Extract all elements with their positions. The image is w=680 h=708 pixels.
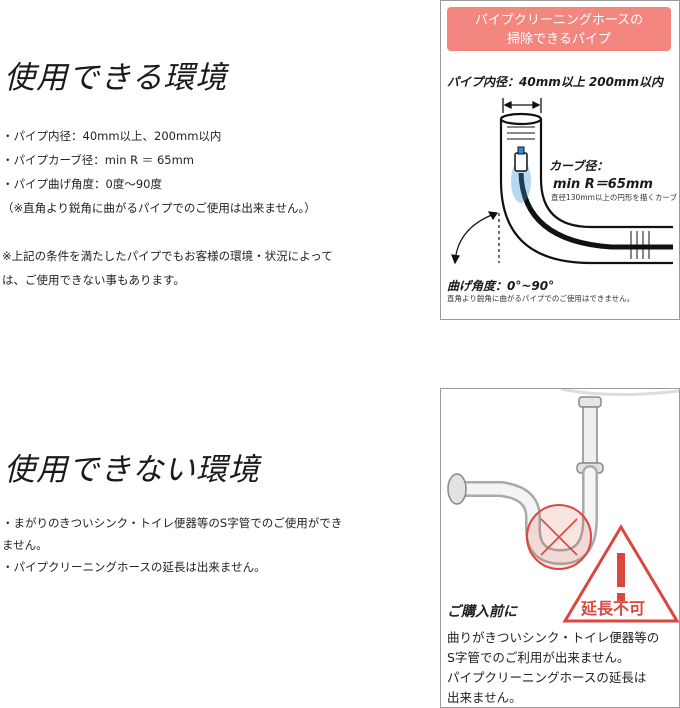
usable-note-line-2: は、ご使用できない事もあります。 (2, 273, 185, 287)
usable-conditions: ・パイプ内径：40mm以上、200mm以内 ・パイプカーブ径：min R ＝ 6… (2, 124, 316, 220)
usable-note-line-1: ※上記の条件を満たしたパイプでもお客様の環境・状況によって (2, 249, 333, 263)
bend-angle-label: 曲げ角度：0°~90° (447, 279, 555, 293)
s-trap-warning-diagram: 延長不可 ご購入前に 曲りがきついシンク・トイレ便器等の S字管でのご利用が出来… (440, 388, 680, 708)
condition-inner-diameter: ・パイプ内径：40mm以上、200mm以内 (2, 129, 222, 143)
curve-note: 直径130mm以上の円形を描くカーブ (551, 193, 677, 202)
curve-value: min R＝65mm (553, 177, 653, 192)
diagram-header-line-2: 掃除できるパイプ (507, 32, 611, 47)
pipe-spec-diagram: パイプクリーニングホースの 掃除できるパイプ パイプ内径：40mm以上 200m… (440, 0, 680, 320)
unusable-line-2: ません。 (2, 538, 48, 552)
unusable-conditions: ・まがりのきついシンク・トイレ便器等のS字管でのご使用ができ ません。 ・パイプ… (2, 512, 342, 578)
unusable-section-title: 使用できない環境 (4, 452, 260, 488)
bend-angle-guide (451, 211, 500, 265)
warning-caption-2: S字管でのご利用が出来ません。 (447, 650, 630, 665)
bend-angle-note: 直角より鋭角に曲がるパイプでのご使用はできません。 (447, 294, 635, 303)
hose (518, 172, 673, 250)
diagram-header: パイプクリーニングホースの 掃除できるパイプ (447, 7, 671, 51)
warning-caption-4: 出来ません。 (447, 690, 522, 705)
pipe-outline (499, 112, 673, 265)
warning-caption-1: 曲りがきついシンク・トイレ便器等の (447, 630, 660, 645)
condition-bend-angle: ・パイプ曲げ角度：0度～90度 (2, 177, 162, 191)
condition-note: （※直角より鋭角に曲がるパイプでのご使用は出来ません。） (2, 201, 316, 215)
usable-notes: ※上記の条件を満たしたパイプでもお客様の環境・状況によって は、ご使用できない事… (2, 244, 333, 292)
curve-label: カーブ径： (549, 159, 609, 173)
inner-diameter-label: パイプ内径：40mm以上 200mm以内 (447, 75, 663, 89)
extension-not-allowed-label: 延長不可 (581, 599, 646, 618)
diagram-header-line-1: パイプクリーニングホースの (474, 13, 644, 28)
diameter-arrow (502, 98, 542, 113)
unusable-line-3: ・パイプクリーニングホースの延長は出来ません。 (2, 560, 266, 574)
warning-caption-3: パイプクリーニングホースの延長は (447, 670, 647, 685)
pipe-drawing (451, 98, 673, 265)
before-purchase-heading: ご購入前に (447, 604, 517, 620)
condition-curve-radius: ・パイプカーブ径：min R ＝ 65mm (2, 153, 194, 167)
s-trap-drawing (447, 389, 679, 623)
usable-section-title: 使用できる環境 (4, 60, 228, 96)
unusable-line-1: ・まがりのきついシンク・トイレ便器等のS字管でのご使用ができ (2, 516, 343, 530)
